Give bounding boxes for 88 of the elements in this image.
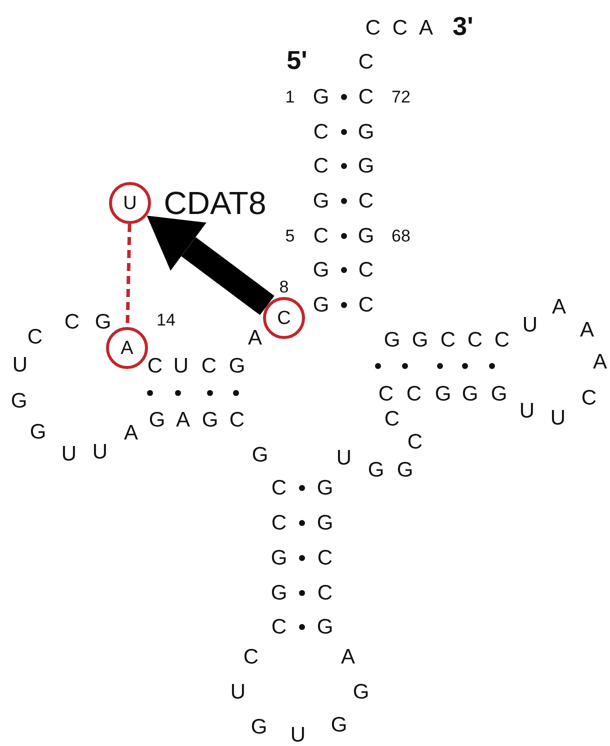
nucleotide-letter: C — [365, 18, 381, 38]
nucleotide-letter: G — [316, 478, 334, 498]
nucleotide-letter: A — [580, 320, 594, 340]
nucleotide-letter: C — [407, 432, 423, 452]
nucleotide-letter: C — [243, 646, 259, 668]
nucleotide-letter: U — [519, 400, 535, 422]
nucleotide-letter: G — [396, 460, 414, 480]
nucleotide-letter: C — [271, 478, 287, 498]
nucleotide-letter: G — [250, 716, 268, 738]
nucleotide-letter: C — [313, 122, 329, 142]
nucleotide-letter: C — [581, 388, 597, 408]
circled-nucleotide: U — [109, 182, 151, 224]
nucleotide-letter: A — [248, 328, 262, 348]
nucleotide-letter: G — [316, 512, 334, 534]
nucleotide-letter: C — [384, 408, 400, 430]
strand-end-label: 5' — [286, 47, 308, 73]
nucleotide-letter: G — [30, 422, 46, 442]
nucleotide-letter: G — [312, 86, 330, 108]
nucleotide-letter: G — [270, 582, 288, 604]
nucleotide-letter: G — [10, 390, 28, 412]
mutation-label: CDAT8 — [164, 187, 266, 219]
nucleotide-letter: U — [522, 314, 538, 336]
nucleotide-letter: A — [124, 422, 138, 444]
position-number: 1 — [285, 88, 295, 106]
circled-nucleotide: A — [106, 327, 148, 369]
nucleotide-letter: U — [550, 408, 566, 428]
nucleotide-letter: G — [270, 548, 288, 568]
nucleotide-letter: G — [228, 356, 246, 376]
nucleotide-letter: C — [229, 410, 245, 430]
nucleotide-letter: C — [494, 330, 510, 350]
nucleotide-letter: A — [419, 18, 433, 38]
nucleotide-letter: G — [462, 384, 478, 404]
nucleotide-letter: C — [64, 312, 80, 332]
nucleotide-letter: G — [434, 384, 452, 404]
nucleotide-letter: C — [271, 616, 287, 638]
nucleotide-letter: A — [341, 646, 355, 668]
nucleotide-letter: U — [92, 442, 108, 462]
nucleotide-letter: G — [412, 330, 428, 350]
nucleotide-letter: C — [406, 384, 422, 404]
nucleotide-letter: C — [271, 512, 287, 534]
nucleotide-letter: C — [358, 190, 374, 212]
nucleotide-letter: C — [358, 294, 374, 316]
position-number: 14 — [156, 312, 176, 328]
nucleotide-letter: G — [490, 384, 508, 404]
nucleotide-letter: G — [368, 460, 384, 480]
nucleotide-letter: C — [358, 260, 374, 280]
nucleotide-letter: C — [358, 86, 374, 108]
position-number: 72 — [392, 88, 410, 106]
nucleotide-letter: G — [330, 714, 348, 736]
nucleotide-letter: U — [61, 444, 77, 464]
nucleotide-letter: U — [230, 682, 246, 702]
nucleotide-letter: U — [336, 448, 352, 468]
nucleotide-letter: A — [593, 352, 607, 372]
nucleotide-letter: U — [12, 354, 28, 376]
nucleotide-letter: C — [378, 384, 394, 404]
nucleotide-letter: C — [201, 356, 217, 376]
position-number: 5 — [285, 228, 295, 244]
nucleotide-letter: G — [202, 410, 218, 430]
nucleotide-letter: C — [317, 582, 333, 604]
nucleotide-letter: G — [148, 410, 166, 430]
nucleotide-letter: G — [358, 156, 374, 176]
nucleotide-letter: G — [316, 616, 334, 638]
nucleotide-letter: G — [312, 294, 330, 316]
nucleotide-letter: C — [313, 156, 329, 176]
nucleotide-letter: C — [392, 18, 408, 38]
nucleotide-letter: U — [173, 356, 189, 376]
nucleotide-letter: C — [313, 226, 329, 246]
nucleotide-letter: U — [290, 724, 306, 746]
nucleotide-letter: G — [252, 444, 268, 466]
nucleotide-letter: C — [147, 356, 163, 376]
block-arrow — [146, 216, 274, 316]
nucleotide-letter: C — [27, 326, 43, 348]
strand-end-label: 3' — [452, 13, 474, 39]
nucleotide-letter: C — [317, 548, 333, 568]
nucleotide-letter: G — [352, 682, 370, 702]
nucleotide-letter: A — [552, 296, 566, 318]
nucleotide-letter: G — [358, 226, 374, 246]
circled-nucleotide: C — [263, 297, 305, 339]
nucleotide-letter: C — [358, 52, 374, 72]
position-number: 8 — [279, 278, 289, 296]
nucleotide-letter: G — [358, 122, 374, 142]
position-number: 68 — [392, 228, 410, 244]
nucleotide-letter: G — [312, 190, 330, 212]
nucleotide-letter: G — [384, 330, 400, 350]
nucleotide-letter: A — [176, 410, 190, 430]
nucleotide-letter: G — [312, 260, 330, 280]
nucleotide-letter: C — [467, 330, 483, 350]
nucleotide-letter: C — [440, 330, 456, 350]
